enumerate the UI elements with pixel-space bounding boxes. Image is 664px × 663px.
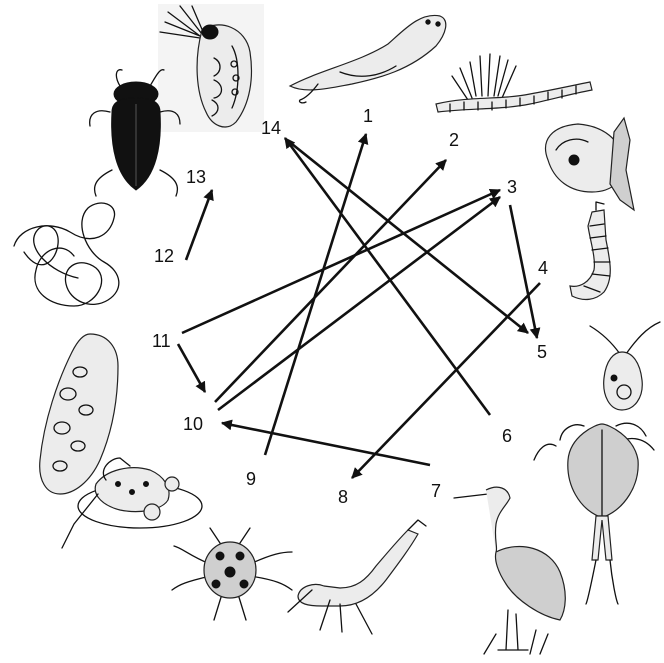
node-labels: 1 2 3 4 5 6 7 8 9 10 11 12 13 14 <box>152 106 548 507</box>
node-label-13: 13 <box>186 167 206 187</box>
node-label-5: 5 <box>537 342 547 362</box>
water-mite-icon <box>172 528 292 620</box>
node-label-7: 7 <box>431 481 441 501</box>
node-label-9: 9 <box>246 469 256 489</box>
node-label-12: 12 <box>154 246 174 266</box>
daphnia-icon <box>158 4 264 132</box>
leaf-parasite-icon <box>40 334 118 494</box>
flatworm-icon <box>290 15 446 102</box>
node-label-3: 3 <box>507 177 517 197</box>
node-label-2: 2 <box>449 130 459 150</box>
arrow-14-to-5 <box>292 144 528 333</box>
node-label-14: 14 <box>261 118 281 138</box>
arrow-10-to-2 <box>215 160 446 402</box>
dragonfly-nymph-icon <box>288 520 426 634</box>
hairworm-icon <box>14 203 119 306</box>
mosquito-larva-icon <box>570 202 610 299</box>
arrow-10-to-3 <box>218 197 500 410</box>
arrow-4-to-8 <box>352 283 540 478</box>
node-label-10: 10 <box>183 414 203 434</box>
arrow-3-to-5 <box>510 205 537 338</box>
arrow-12-to-13 <box>186 190 212 260</box>
arrow-9-to-1 <box>265 134 366 455</box>
node-label-6: 6 <box>502 426 512 446</box>
pond-snail-icon <box>546 118 634 210</box>
node-label-4: 4 <box>538 258 548 278</box>
node-label-11: 11 <box>152 331 171 351</box>
node-label-8: 8 <box>338 487 348 507</box>
chlamydomonas-icon <box>590 322 660 410</box>
heron-icon <box>454 487 565 654</box>
node-label-1: 1 <box>363 106 373 126</box>
arrow-11-to-10 <box>178 344 205 392</box>
arrows-layer <box>178 134 540 478</box>
tubifex-worm-icon <box>436 54 592 112</box>
